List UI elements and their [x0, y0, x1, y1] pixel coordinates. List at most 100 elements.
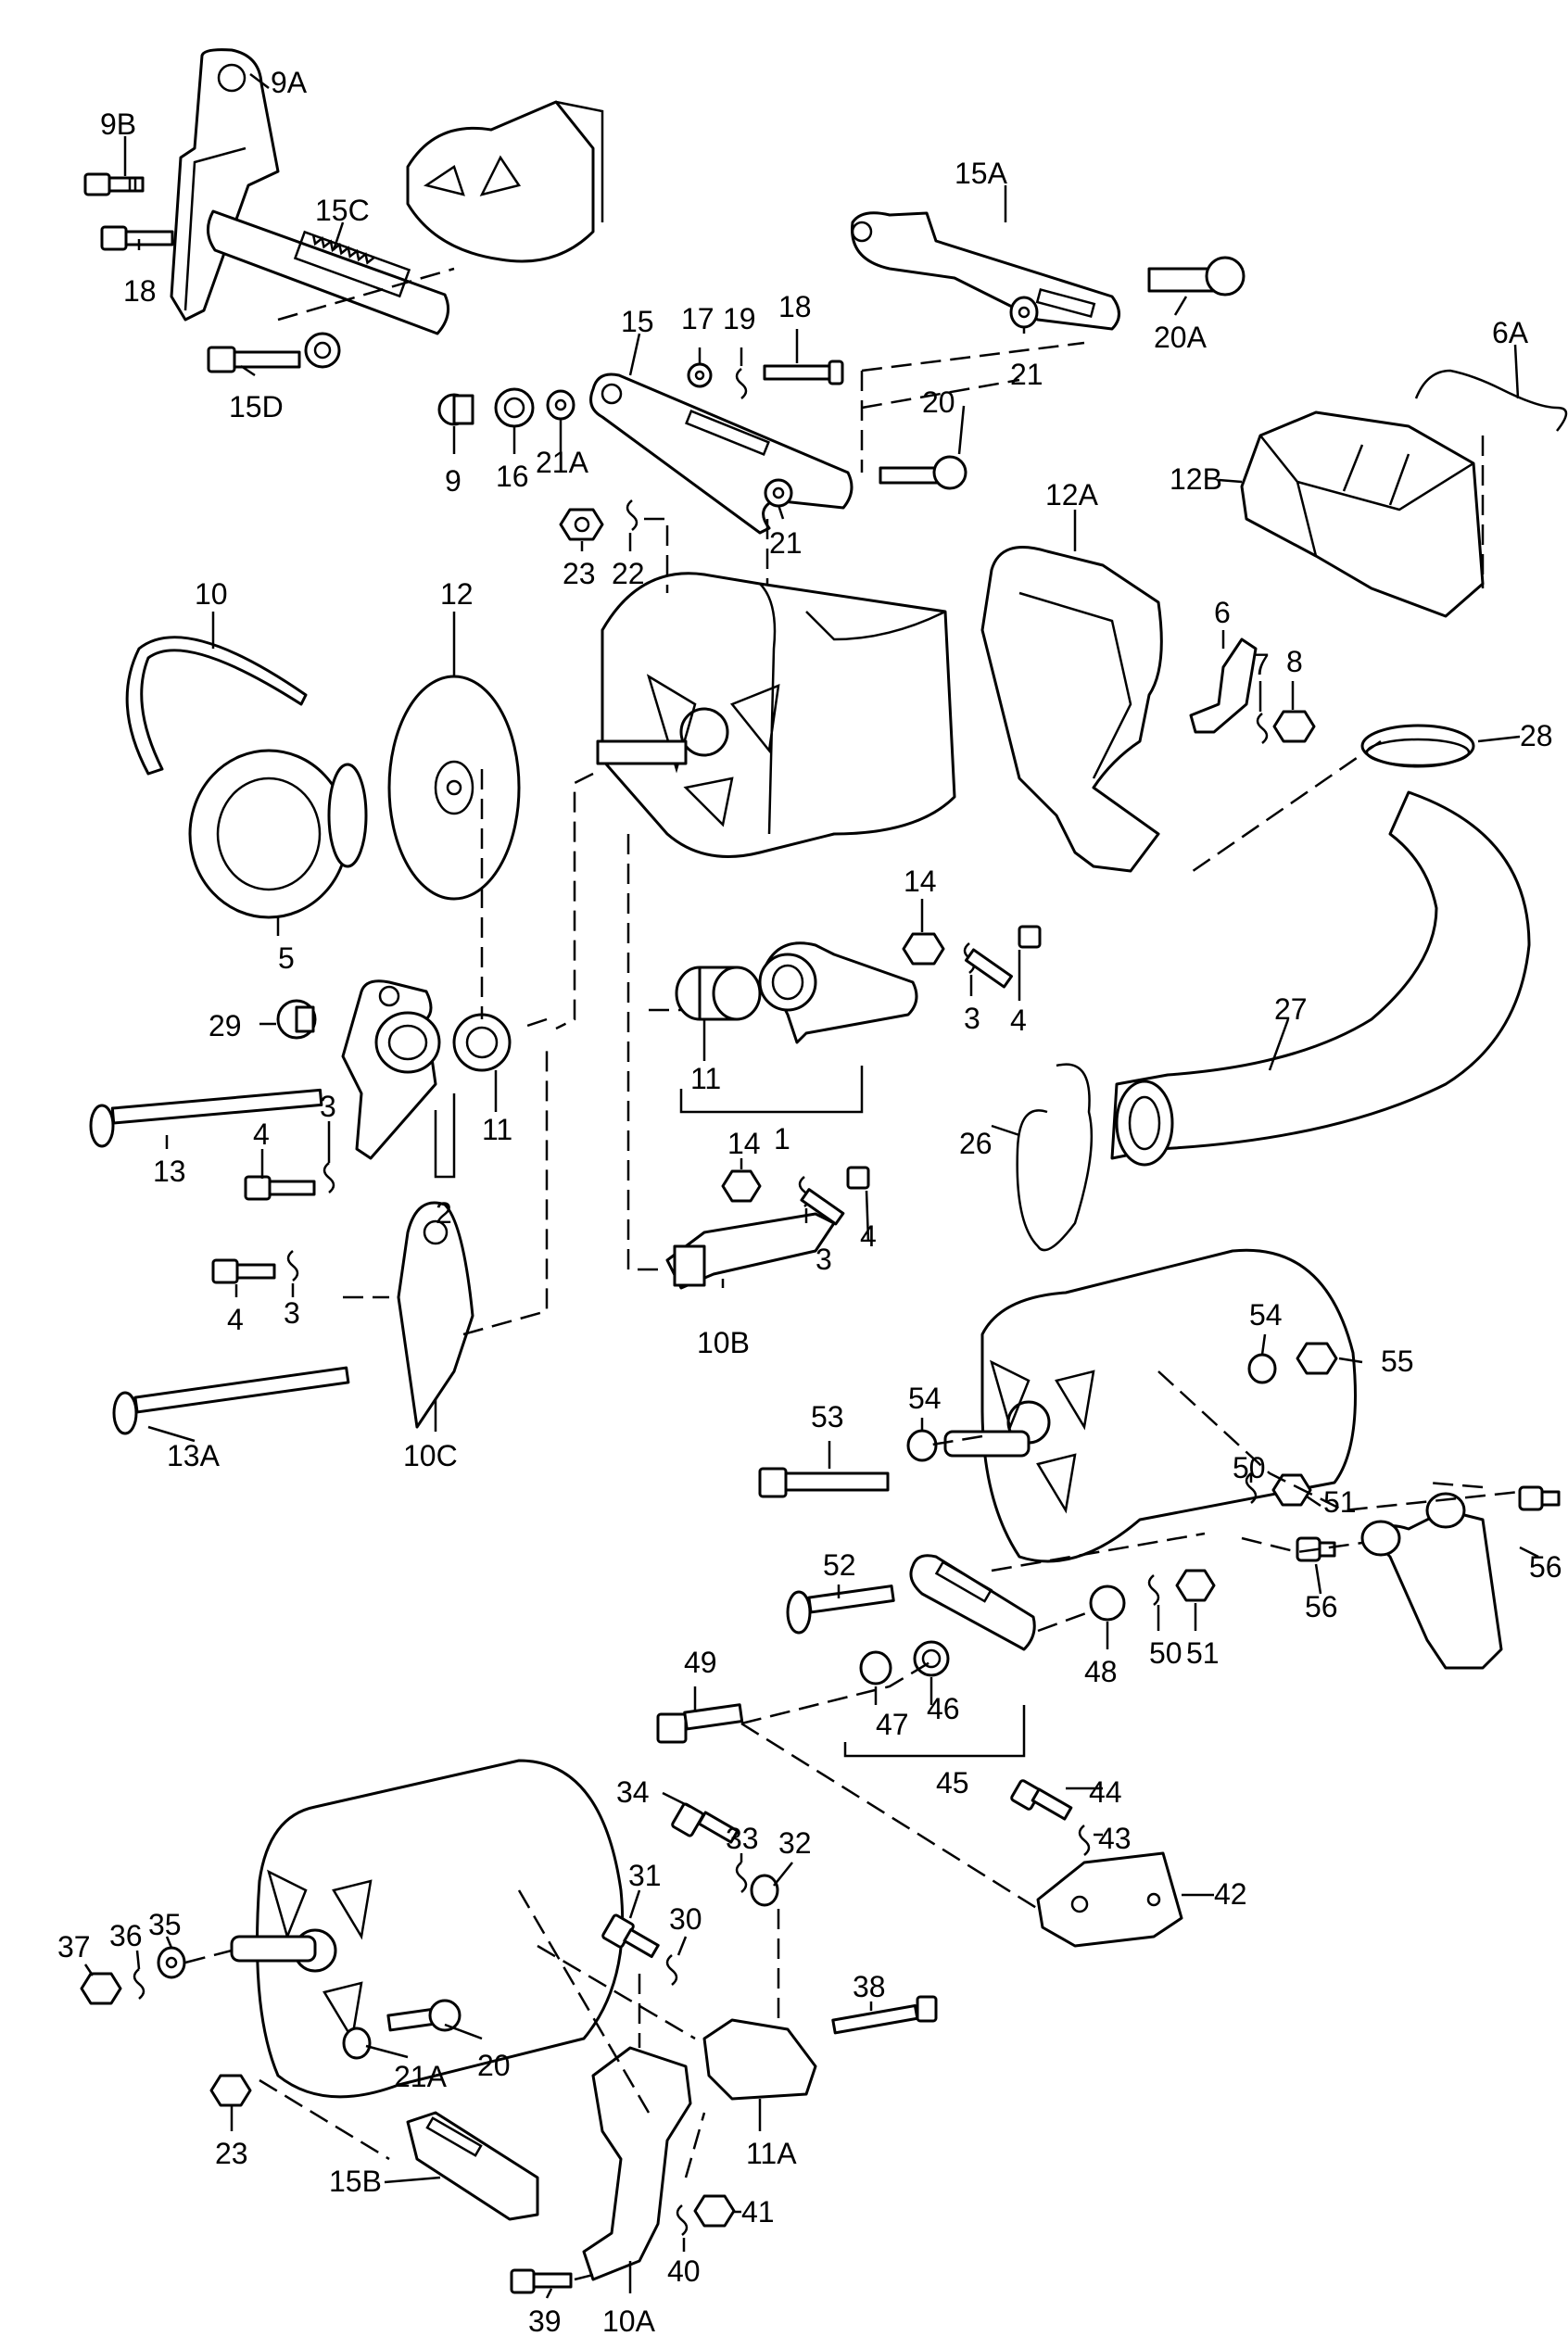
- label-20A: 20A: [1154, 321, 1208, 354]
- label-13: 13: [153, 1155, 186, 1188]
- washer-35: [157, 1946, 186, 1979]
- cover-12b: [1240, 410, 1485, 618]
- bracket-11a: [702, 2018, 817, 2101]
- bolt-4d: [211, 1258, 276, 1284]
- nut-41: [693, 2194, 736, 2228]
- nut-51b: [1175, 1569, 1216, 1602]
- washer-17: [687, 362, 713, 388]
- label-2: 2: [436, 1196, 452, 1230]
- label-10C: 10C: [403, 1439, 458, 1472]
- bush-16: [494, 387, 535, 428]
- nut-23-third: [209, 2074, 252, 2107]
- bush-48: [1089, 1585, 1126, 1622]
- label-53: 53: [811, 1400, 844, 1433]
- label-15A: 15A: [955, 157, 1008, 190]
- spring-washer-50a: [1245, 1472, 1258, 1504]
- spring-washer-50b: [1147, 1574, 1160, 1606]
- spring-washer-22: [626, 499, 639, 531]
- label-30: 30: [669, 1902, 702, 1936]
- ring-26: [1016, 1063, 1094, 1252]
- bracket-1: [758, 941, 918, 1044]
- label-11a: 11: [482, 1113, 512, 1146]
- alternator-main: [596, 572, 956, 858]
- wire-6a: [1414, 369, 1568, 432]
- label-43: 43: [1098, 1822, 1132, 1855]
- bolt-18a: [100, 225, 174, 251]
- bolt-13: [89, 1088, 323, 1148]
- fan-12: [387, 675, 521, 901]
- nut-23: [559, 508, 604, 541]
- bolt-20: [879, 455, 967, 490]
- bolt-9b: [83, 172, 145, 196]
- label-3d: 3: [284, 1296, 300, 1330]
- bracket-9a: [170, 48, 280, 322]
- spring-washer-36: [133, 1968, 145, 2000]
- label-34: 34: [616, 1775, 650, 1809]
- label-48: 48: [1084, 1655, 1118, 1688]
- label-42: 42: [1214, 1877, 1247, 1911]
- label-14a: 14: [904, 865, 937, 898]
- label-35: 35: [148, 1908, 182, 1941]
- bolt-20a: [1147, 256, 1246, 297]
- washer-21: [764, 478, 793, 508]
- bracket-10a: [582, 2046, 692, 2281]
- bolt-38: [831, 1995, 938, 2035]
- sleeve-47: [859, 1650, 892, 1686]
- bolt-4c: [800, 1166, 870, 1226]
- label-18b: 18: [778, 290, 812, 323]
- nut-55: [1296, 1342, 1338, 1375]
- bracket-15: [589, 372, 854, 535]
- label-15C: 15C: [315, 194, 370, 227]
- label-40: 40: [667, 2254, 701, 2288]
- label-41: 41: [741, 2195, 775, 2229]
- label-3b: 3: [320, 1090, 336, 1123]
- v-belt-10: [125, 636, 308, 776]
- bracket-42: [1036, 1851, 1183, 1948]
- bolt-56a: [1518, 1485, 1561, 1511]
- label-23b: 23: [215, 2137, 248, 2170]
- label-21: 21: [1010, 358, 1043, 391]
- bush-46: [913, 1640, 950, 1677]
- bolt-52: [786, 1585, 895, 1635]
- label-4b: 4: [253, 1117, 270, 1151]
- label-55: 55: [1381, 1345, 1414, 1378]
- label-54a: 54: [1249, 1298, 1283, 1332]
- label-20b: 20: [477, 2049, 511, 2082]
- label-32: 32: [778, 1826, 812, 1860]
- bolt-39: [510, 2268, 573, 2294]
- label-23: 23: [563, 557, 596, 590]
- alternator-third: [230, 1759, 625, 2099]
- label-54b: 54: [908, 1382, 942, 1415]
- bracket-10b: [665, 1212, 836, 1290]
- spring-washer-33: [735, 1862, 748, 1893]
- spring-washer-19: [735, 368, 748, 399]
- label-50b: 50: [1149, 1636, 1182, 1670]
- bolt-44: [1010, 1779, 1073, 1821]
- nut-37: [80, 1972, 122, 2005]
- housing-12a: [980, 546, 1163, 873]
- washer-32: [750, 1874, 779, 1907]
- bolt-31: [601, 1913, 660, 1959]
- pulley-5: [188, 749, 368, 919]
- label-9B: 9B: [100, 107, 136, 141]
- bush-11-middle: [675, 966, 762, 1021]
- bolt-53: [758, 1467, 890, 1498]
- label-11A: 11A: [746, 2137, 797, 2170]
- bolt-15d: [207, 332, 341, 373]
- bracket-second: [1360, 1492, 1503, 1670]
- label-49: 49: [684, 1646, 717, 1679]
- label-10A: 10A: [602, 2304, 656, 2336]
- bracket-10c: [397, 1201, 474, 1429]
- label-12: 12: [440, 577, 474, 611]
- label-31: 31: [628, 1859, 662, 1892]
- leader-lines: [83, 73, 1539, 2299]
- label-19: 19: [723, 302, 756, 335]
- part-labels: 9A 9B 18 15C 15D 15A 20A 21 6A 15 17 19 …: [57, 66, 1562, 2336]
- sleeve-9: [437, 393, 474, 426]
- alternator-sketch-top: [406, 100, 604, 263]
- bolt-13a: [112, 1366, 350, 1435]
- alternator-second: [980, 1248, 1357, 1563]
- label-37: 37: [57, 1930, 91, 1964]
- label-46: 46: [927, 1692, 960, 1725]
